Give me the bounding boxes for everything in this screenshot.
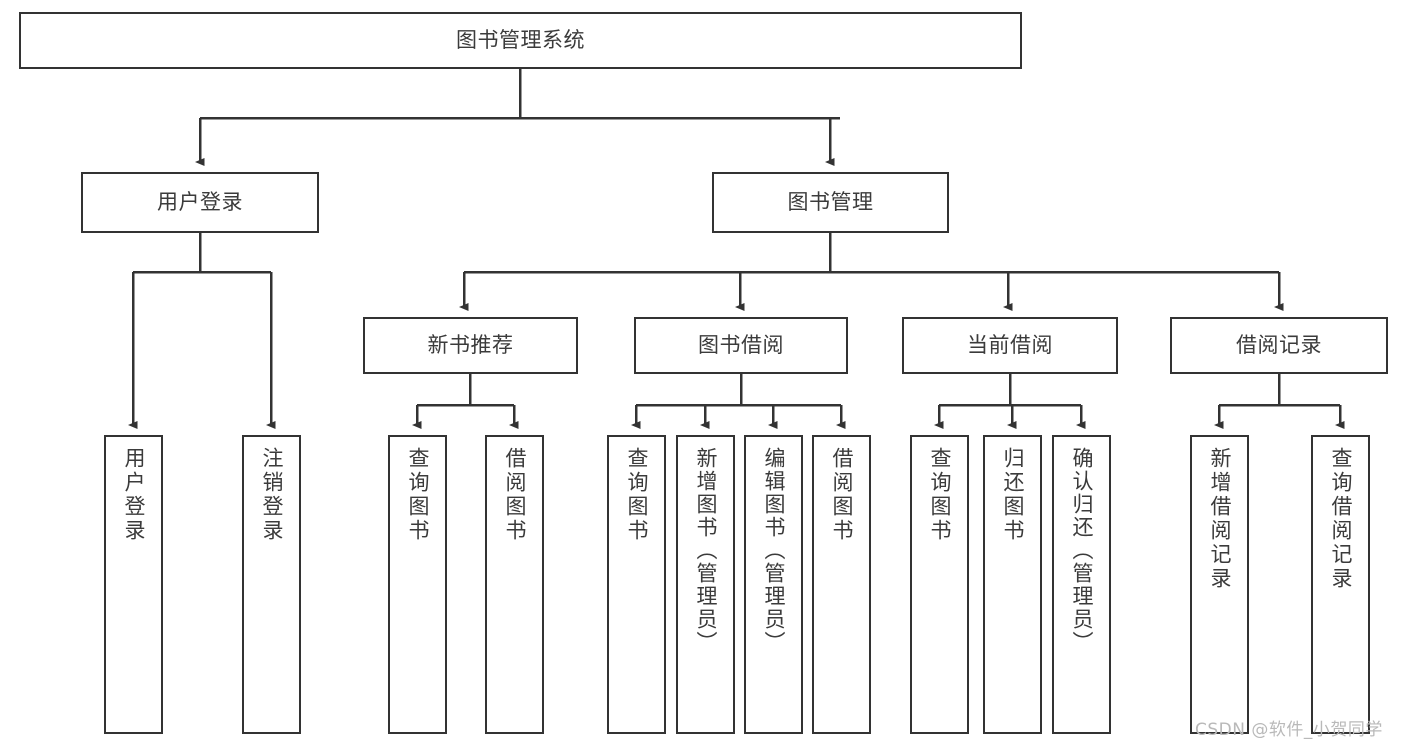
node-leaf-query-book-1[interactable]: 查询图书	[388, 435, 447, 734]
node-leaf-borrow-book-1[interactable]: 借阅图书	[485, 435, 544, 734]
node-root-label: 图书管理系统	[456, 28, 585, 53]
node-leaf-query-record-label: 查询借阅记录	[1329, 447, 1353, 591]
node-leaf-query-record[interactable]: 查询借阅记录	[1311, 435, 1370, 734]
node-leaf-query-book-2-label: 查询图书	[625, 447, 649, 543]
node-root[interactable]: 图书管理系统	[19, 12, 1022, 69]
node-leaf-user-logout[interactable]: 注销登录	[242, 435, 301, 734]
node-leaf-query-book-1-label: 查询图书	[406, 447, 430, 543]
node-current-borrow-label: 当前借阅	[967, 333, 1053, 358]
node-leaf-query-book-3[interactable]: 查询图书	[910, 435, 969, 734]
node-leaf-add-book-label: 新增图书（管理员）	[694, 447, 718, 654]
node-leaf-return-book-label: 归还图书	[1001, 447, 1025, 543]
node-borrow-record-label: 借阅记录	[1236, 333, 1322, 358]
node-leaf-return-book[interactable]: 归还图书	[983, 435, 1042, 734]
node-user-login[interactable]: 用户登录	[81, 172, 319, 233]
node-leaf-borrow-book-2[interactable]: 借阅图书	[812, 435, 871, 734]
node-leaf-add-record[interactable]: 新增借阅记录	[1190, 435, 1249, 734]
node-leaf-query-book-2[interactable]: 查询图书	[607, 435, 666, 734]
node-leaf-confirm-return-label: 确认归还（管理员）	[1070, 447, 1094, 654]
node-user-login-label: 用户登录	[157, 190, 243, 215]
node-leaf-add-book[interactable]: 新增图书（管理员）	[676, 435, 735, 734]
csdn-watermark: CSDN @软件_小贺同学	[1195, 720, 1383, 740]
node-book-manage[interactable]: 图书管理	[712, 172, 949, 233]
node-book-manage-label: 图书管理	[787, 190, 874, 215]
node-borrow-record[interactable]: 借阅记录	[1170, 317, 1388, 374]
node-leaf-edit-book[interactable]: 编辑图书（管理员）	[744, 435, 803, 734]
node-leaf-user-login-label: 用户登录	[122, 447, 146, 543]
node-leaf-user-login[interactable]: 用户登录	[104, 435, 163, 734]
node-book-borrow[interactable]: 图书借阅	[634, 317, 848, 374]
node-current-borrow[interactable]: 当前借阅	[902, 317, 1118, 374]
node-leaf-borrow-book-1-label: 借阅图书	[503, 447, 527, 543]
node-new-book-rec[interactable]: 新书推荐	[363, 317, 578, 374]
node-leaf-query-book-3-label: 查询图书	[928, 447, 952, 543]
node-leaf-confirm-return[interactable]: 确认归还（管理员）	[1052, 435, 1111, 734]
node-new-book-rec-label: 新书推荐	[427, 333, 514, 358]
node-leaf-add-record-label: 新增借阅记录	[1208, 447, 1232, 591]
node-book-borrow-label: 图书借阅	[698, 333, 784, 358]
node-leaf-edit-book-label: 编辑图书（管理员）	[762, 447, 786, 654]
node-leaf-borrow-book-2-label: 借阅图书	[830, 447, 854, 543]
node-leaf-user-logout-label: 注销登录	[260, 447, 284, 543]
